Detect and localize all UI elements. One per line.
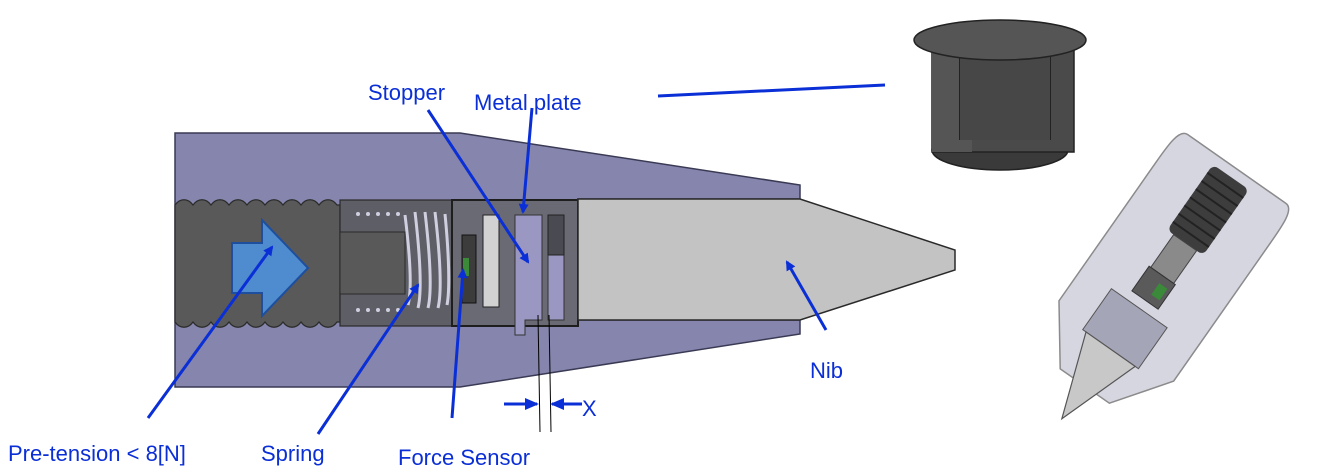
spring-leader [316,283,420,435]
pre-tension-leader [146,245,274,419]
label-pre-tension: Pre-tension < 8[N] [8,441,186,466]
stopper-pin [547,254,565,321]
spring-guide [339,231,406,295]
pen-3d-view [1058,132,1290,421]
nib [577,198,956,321]
label-stopper: Stopper [368,80,446,105]
label-gap-x: X [582,396,597,421]
force-sensor-element [463,258,469,276]
stopper [514,214,543,336]
metal-plate [482,214,500,308]
metal-plate-3d-view [913,19,1087,171]
spring-dots [356,212,400,312]
label-force-sensor: Force Sensor [398,445,531,470]
nib-holder [547,214,565,256]
metal-plate-3d-leader [657,83,886,98]
metal-plate-leader [518,107,534,214]
stopper-leader [426,109,530,264]
nib-leader [785,260,828,331]
label-metal-plate: Metal plate [474,90,582,115]
label-nib: Nib [810,358,844,383]
label-spring: Spring [261,441,325,466]
gap-line-right [548,314,552,433]
spring-coils [403,211,451,309]
gap-line-left [537,314,541,433]
force-sensor-leader [450,268,468,419]
